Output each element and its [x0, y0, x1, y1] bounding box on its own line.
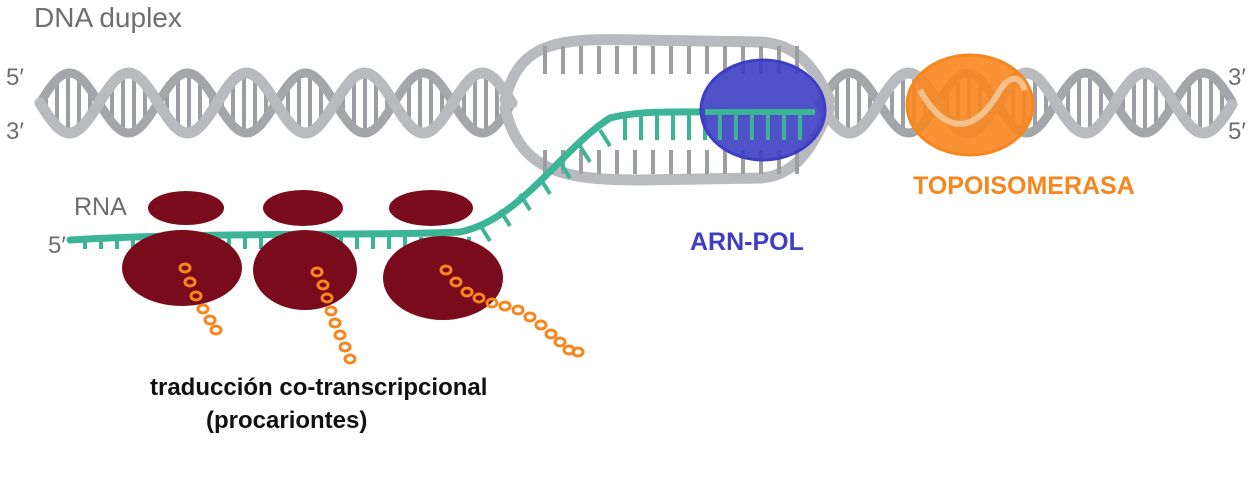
amino-acid-bead	[209, 324, 223, 336]
amino-acid-bead	[472, 292, 486, 304]
amino-acid-bead	[534, 319, 548, 331]
rna-base	[498, 208, 512, 228]
rna-backbone	[66, 108, 754, 244]
topoisomerase-label: TOPOISOMERASA	[913, 172, 1135, 200]
amino-acid-bead	[178, 262, 192, 274]
rna-label: RNA	[74, 193, 127, 221]
amino-acid-bead	[196, 303, 210, 315]
rna-base	[558, 160, 572, 180]
ribosome-small-subunit	[148, 191, 224, 225]
dna-right-bottom-end-label: 5′	[1228, 118, 1246, 145]
amino-acid-bead	[511, 304, 525, 316]
amino-acid-bead	[189, 290, 203, 302]
amino-acid-bead	[449, 276, 463, 288]
amino-acid-bead	[523, 311, 537, 323]
caption-line-1: traducción co-transcripcional	[150, 374, 488, 401]
amino-acid-bead	[310, 266, 324, 278]
amino-acid-bead	[324, 305, 338, 317]
amino-acid-bead	[485, 297, 499, 309]
dna-left-bottom-end-label: 3′	[6, 118, 24, 145]
helix-within-topoisomerase	[917, 75, 1028, 127]
ribosome-large-subunit	[383, 236, 503, 320]
dna-left-top-end-label: 5′	[6, 64, 24, 91]
dna-strand-front	[34, 67, 518, 139]
ribosome-large-subunit	[253, 230, 357, 310]
amino-acid-bead	[338, 341, 352, 353]
ribosome-small-subunit	[389, 190, 473, 226]
amino-acid-bead	[498, 300, 512, 312]
amino-acid-bead	[316, 279, 330, 291]
caption-line-2: (procariontes)	[206, 407, 368, 434]
amino-acid-bead	[571, 346, 585, 358]
dna-right-top-end-label: 3′	[1228, 64, 1246, 91]
ribosome-small-subunit	[263, 190, 343, 226]
rna-base	[518, 192, 532, 212]
rna-polymerase-label: ARN-POL	[690, 228, 804, 256]
amino-acid-bead	[439, 264, 453, 276]
topoisomerase-blob	[905, 53, 1035, 157]
rna-five-prime-label: 5′	[48, 232, 66, 259]
enzymes	[699, 53, 1035, 162]
amino-acid-bead	[333, 329, 347, 341]
amino-acid-bead	[343, 353, 357, 365]
template-bottom-strand	[499, 102, 836, 186]
amino-acid-bead	[183, 276, 197, 288]
amino-acid-bead	[553, 336, 567, 348]
ribosomes	[122, 190, 503, 320]
dna-strand-back	[815, 68, 1237, 138]
amino-acid-bead	[544, 328, 558, 340]
amino-acid-bead	[320, 292, 334, 304]
template-top-strand	[499, 34, 836, 106]
dna-duplex-helix	[34, 67, 1238, 139]
dna-duplex-label: DNA duplex	[34, 2, 182, 33]
rna-base	[538, 176, 552, 196]
rna-base	[598, 128, 612, 148]
dna-strand-front	[814, 67, 1238, 139]
polypeptide-chains	[178, 262, 585, 365]
rna-base	[578, 144, 592, 164]
rna-base	[478, 223, 492, 243]
amino-acid-bead	[203, 314, 217, 326]
amino-acid-bead	[328, 317, 342, 329]
transcription-bubble	[499, 34, 836, 186]
amino-acid-bead	[460, 286, 474, 298]
ribosome-large-subunit	[122, 230, 242, 306]
